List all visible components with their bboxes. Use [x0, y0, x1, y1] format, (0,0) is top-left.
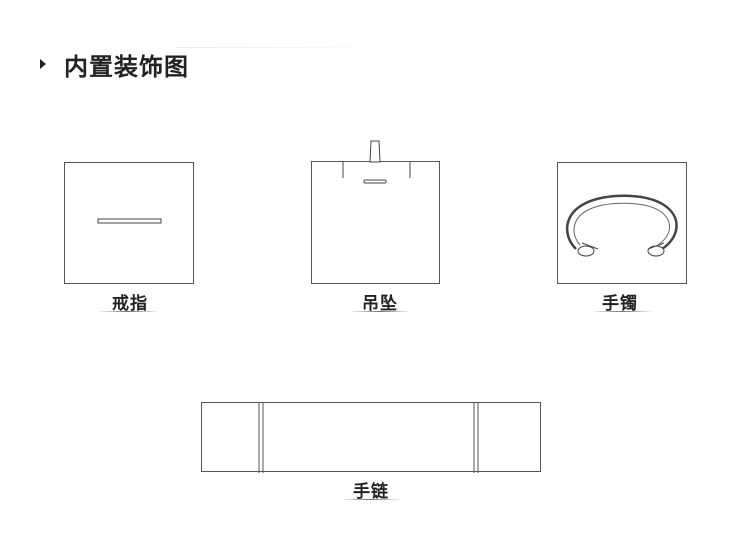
pendant-flap-drawing: [342, 140, 411, 184]
bracelet-pillow-drawing: [258, 403, 479, 473]
ring-insert-illustration: [64, 162, 194, 284]
bracelet-label-underline: [340, 499, 402, 500]
bracelet-insert-illustration: [201, 402, 541, 473]
bangle-drawing: [565, 194, 678, 257]
section-header: 内置装饰图: [40, 44, 189, 84]
ring-label: 戒指: [112, 294, 148, 314]
bangle-insert-illustration: [557, 162, 687, 284]
pendant-label: 吊坠: [362, 294, 398, 314]
page-title: 内置装饰图: [64, 52, 189, 81]
pendant-label-underline: [349, 311, 411, 312]
caret-right-icon: [40, 59, 46, 69]
ring-label-underline: [97, 311, 159, 312]
ring-slot-drawing: [97, 218, 162, 224]
pendant-insert-illustration: [311, 140, 440, 284]
header-divider: [175, 47, 405, 48]
bangle-label: 手镯: [602, 294, 638, 314]
bracelet-label: 手链: [353, 482, 389, 502]
bangle-label-underline: [591, 311, 653, 312]
